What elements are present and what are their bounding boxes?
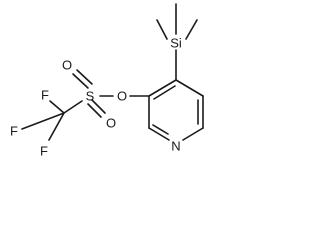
- bond-ring-c6-n: [182, 127, 204, 141]
- atom-oxygen-sulfonyl-top-label: O: [62, 58, 72, 73]
- bond-sulfur-oxygen-bottom-a: [87, 103, 102, 118]
- bond-sulfur-oxygen-bottom-b: [91, 99, 106, 114]
- bond-carbon-fluorine-left: [21, 112, 65, 130]
- atom-oxygen-ester-label: O: [117, 89, 127, 104]
- bond-lines: [21, 3, 204, 141]
- atom-labels: Si O S O O F F F N: [10, 36, 182, 159]
- bond-si-methyl-left: [156, 19, 168, 40]
- bond-sulfur-oxygen-top-a: [72, 73, 89, 89]
- bond-carbon-fluorine-upper: [49, 100, 65, 114]
- bond-ring-c4-c5: [175, 79, 204, 97]
- bond-ring-n-c2: [148, 127, 170, 141]
- atom-oxygen-sulfonyl-bottom-label: O: [106, 116, 116, 131]
- chemical-structure: Si O S O O F F F N: [10, 3, 204, 159]
- atom-fluorine-upper-label: F: [41, 88, 49, 103]
- bond-sulfur-oxygen-top-b: [76, 69, 93, 85]
- atom-nitrogen-label: N: [171, 139, 180, 154]
- atom-fluorine-left-label: F: [10, 124, 18, 139]
- atom-fluorine-bottom-label: F: [40, 144, 48, 159]
- bond-carbon-fluorine-bottom: [48, 112, 65, 141]
- bond-sulfur-carbon: [63, 100, 83, 114]
- bond-ring-c3-c4: [148, 79, 177, 97]
- bond-ring-n-c2-inner: [152, 124, 169, 135]
- bond-ring-c3-c4-inner: [153, 85, 176, 100]
- atom-silicon-label: Si: [170, 36, 182, 51]
- bond-si-methyl-right: [185, 19, 198, 40]
- atom-sulfur-label: S: [86, 89, 95, 104]
